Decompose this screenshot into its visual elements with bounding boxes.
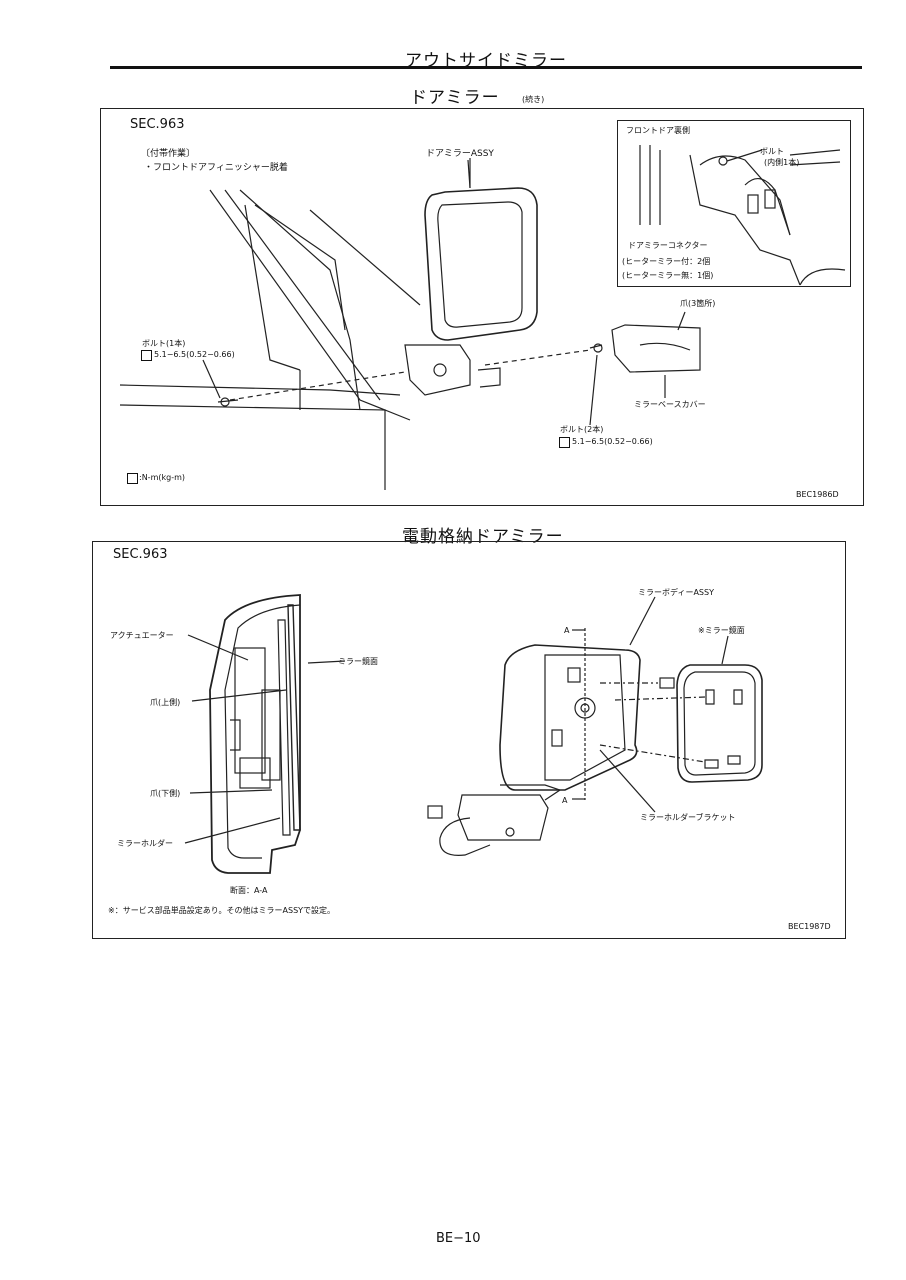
mirror-assy-label: ドアミラーASSY: [426, 149, 494, 159]
header-rule: [110, 66, 862, 69]
top-sec-label: SEC.963: [130, 117, 185, 132]
torque-left: 5.1−6.5(0.52−0.66): [154, 350, 235, 359]
claw-lower-label: 爪(下側): [150, 789, 181, 798]
inset-heater-yes: (ヒーターミラー付：2個: [622, 257, 711, 266]
top-figure-panel: [100, 108, 864, 506]
section-arrow-a-top: A: [564, 626, 570, 635]
torque-right: 5.1−6.5(0.52−0.66): [572, 437, 653, 446]
top-figure-code: BEC1986D: [796, 490, 839, 499]
actuator-label: アクチュエーター: [110, 631, 174, 640]
bottom-figure-panel: [92, 541, 846, 939]
base-cover-label: ミラーベースカバー: [634, 400, 706, 409]
mirror-glass-label: ミラー鏡面: [338, 657, 378, 666]
top-panel-title: ドアミラー: [410, 88, 500, 108]
mirror-glass-star-label: ※ミラー鏡面: [698, 626, 745, 635]
bottom-sec-label: SEC.963: [113, 547, 168, 562]
inset-bolt-qty: (内側1本): [764, 158, 800, 167]
section-aa-label: 断面：A-A: [230, 886, 268, 895]
inset-connector-label: ドアミラーコネクター: [628, 241, 708, 250]
body-assy-label: ミラーボディーASSY: [638, 588, 714, 597]
top-panel-title-suffix: (続き): [522, 95, 545, 104]
bottom-panel-title: 電動格納ドアミラー: [402, 527, 564, 547]
prep-label: 〔付帯作業〕: [141, 149, 196, 159]
torque-right-icon: [559, 437, 570, 448]
service-note: ※：サービス部品単品設定あり。その他はミラーASSYで設定。: [108, 906, 336, 915]
mirror-holder-label: ミラーホルダー: [117, 839, 173, 848]
inset-heater-no: (ヒーターミラー無：1個): [622, 271, 714, 280]
torque-left-icon: [141, 350, 152, 361]
prep-item: ・フロントドアフィニッシャー脱着: [144, 163, 288, 173]
claw-label: 爪(3箇所): [680, 299, 716, 308]
bolt-left-label: ボルト(1本): [142, 339, 186, 348]
claw-upper-label: 爪(上側): [150, 698, 181, 707]
bottom-figure-code: BEC1987D: [788, 922, 831, 931]
page-number: BE−10: [436, 1231, 481, 1246]
inset-box: [617, 120, 851, 287]
unit-legend: :N-m(kg-m): [139, 473, 185, 482]
inset-title: フロントドア裏側: [626, 126, 690, 135]
inset-bolt-label: ボルト: [760, 147, 784, 156]
bolt-right-label: ボルト(2本): [560, 425, 604, 434]
unit-legend-icon: [127, 473, 138, 484]
holder-bracket-label: ミラーホルダーブラケット: [640, 813, 736, 822]
section-arrow-a-bottom: A: [562, 796, 568, 805]
